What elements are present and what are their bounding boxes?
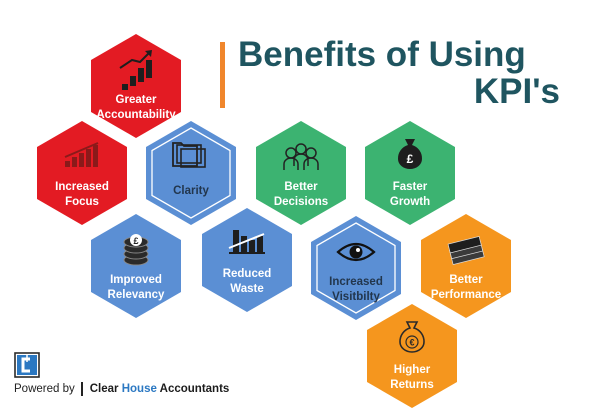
hexagon-faster-growth — [365, 121, 455, 225]
benefit-label-line: Performance — [431, 289, 501, 301]
hexagon-inner-outline — [316, 222, 396, 314]
brand-part-2: House — [121, 383, 157, 395]
benefit-label-line: Visitbilty — [332, 291, 380, 303]
benefit-label-line: Increased — [55, 181, 109, 193]
powered-by-label: Powered by — [14, 383, 75, 395]
benefit-label-line: Better — [284, 181, 318, 193]
hexagon-better-performance — [421, 214, 511, 318]
hexagon-clarity — [146, 121, 236, 225]
eye-icon — [336, 242, 376, 262]
svg-text:€: € — [409, 338, 414, 348]
svg-text:£: £ — [407, 152, 414, 166]
benefit-label-line: Focus — [65, 196, 99, 208]
bar-growth-icon — [64, 142, 99, 167]
benefit-label-line: Improved — [110, 274, 162, 286]
benefit-label-line: Greater — [116, 94, 157, 106]
hexagon-increased-focus — [37, 121, 127, 225]
clear-house-logo-icon — [14, 352, 40, 378]
rising-bars-icon — [119, 50, 152, 90]
svg-text:£: £ — [133, 236, 138, 246]
benefit-label-line: Higher — [394, 364, 431, 376]
euro-bag-icon: € — [399, 321, 425, 353]
brand-part-1: Clear — [89, 383, 119, 395]
hexagon-reduced-waste — [202, 208, 292, 312]
hexagon-inner-outline — [151, 127, 231, 219]
people-group-icon — [283, 143, 319, 170]
footer-divider — [80, 382, 83, 396]
benefit-label-line: Reduced — [223, 268, 272, 280]
brand-part-3: Accountants — [159, 383, 230, 395]
benefit-label-line: Returns — [390, 379, 433, 391]
declining-bars-icon — [228, 230, 265, 254]
page-title: Benefits of Using KPI's — [238, 36, 578, 110]
benefit-label-line: Clarity — [173, 185, 209, 197]
powered-by-line: Powered by Clear House Accountants — [14, 382, 229, 396]
title-accent-bar — [220, 42, 225, 108]
hexagon-increased-visitbilty — [311, 216, 401, 320]
hexagon-higher-returns — [367, 304, 457, 408]
brand-name[interactable]: Clear House Accountants — [90, 383, 230, 395]
benefit-label-line: Faster — [393, 181, 428, 193]
hexagon-better-decisions — [256, 121, 346, 225]
folders-icon — [172, 142, 206, 168]
benefit-label-line: Accountability — [96, 109, 176, 121]
benefit-label-line: Growth — [390, 196, 430, 208]
title-line-2: KPI's — [473, 72, 560, 111]
benefit-label-line: Decisions — [274, 196, 328, 208]
hexagon-improved-relevancy — [91, 214, 181, 318]
benefit-clarity: Clarity — [146, 121, 236, 225]
benefit-label-line: Waste — [230, 283, 263, 295]
title-line-1: Benefits of Using — [238, 35, 526, 74]
benefit-label-line: Increased — [329, 276, 383, 288]
cash-stack-icon — [447, 236, 485, 265]
coin-stack-icon: £ — [123, 234, 149, 266]
footer: Powered by Clear House Accountants — [12, 352, 252, 408]
money-bag-icon: £ — [397, 139, 423, 169]
benefit-label-line: Relevancy — [108, 289, 166, 301]
benefit-label-line: Better — [449, 274, 483, 286]
